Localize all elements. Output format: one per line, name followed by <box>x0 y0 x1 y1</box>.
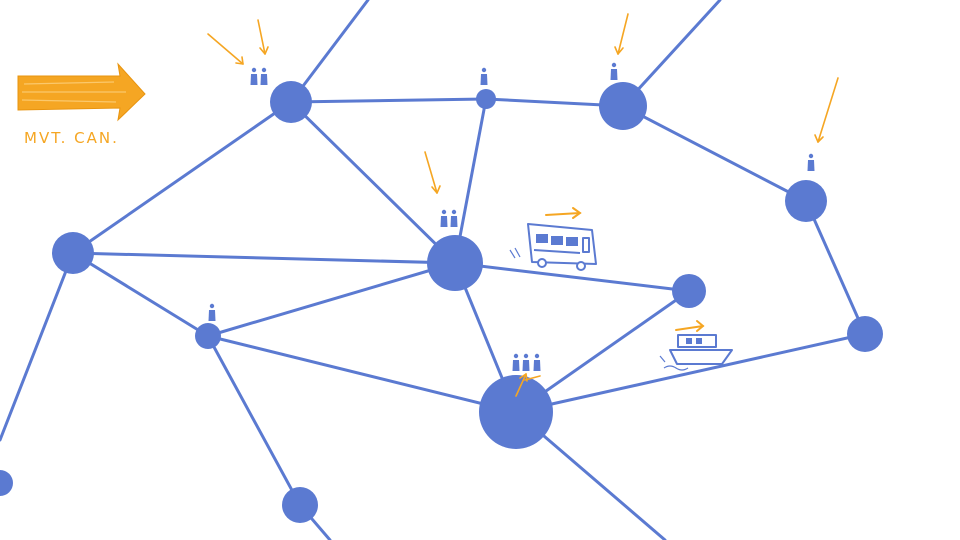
boat-icon <box>659 334 733 371</box>
node <box>599 82 647 130</box>
node <box>195 323 221 349</box>
node <box>270 81 312 123</box>
pointer-arrow-icon <box>515 373 541 397</box>
person-icon <box>522 353 530 371</box>
edge <box>71 251 457 265</box>
edge <box>206 334 518 414</box>
orange-arrow-icon <box>17 62 146 122</box>
edge <box>289 0 370 104</box>
person-icon <box>208 303 216 321</box>
person-icon <box>450 209 458 227</box>
pointer-arrow-icon <box>257 19 269 55</box>
person-icon <box>610 62 618 80</box>
node <box>476 89 496 109</box>
edge <box>71 251 210 338</box>
node <box>479 375 553 449</box>
person-icon <box>440 209 448 227</box>
edge <box>514 332 867 414</box>
edge <box>453 261 691 293</box>
pointer-arrows <box>207 13 839 397</box>
edge <box>289 100 457 265</box>
person-icon <box>533 353 541 371</box>
edge <box>206 334 302 507</box>
boat-direction-arrow-icon <box>675 320 705 332</box>
node <box>52 232 94 274</box>
edge <box>289 97 488 104</box>
legend-label: MVT. CAN. <box>24 129 119 147</box>
bus-direction-arrow-icon <box>545 207 582 219</box>
bus-icon <box>509 223 597 271</box>
person-icon <box>807 153 815 171</box>
person-icon <box>512 353 520 371</box>
legend: MVT. CAN. <box>17 62 146 147</box>
person-icon <box>480 67 488 85</box>
person-icon <box>260 67 268 85</box>
pointer-arrow-icon <box>814 77 839 143</box>
pointer-arrow-icon <box>614 13 629 55</box>
node <box>0 470 13 496</box>
node <box>847 316 883 352</box>
node <box>672 274 706 308</box>
pointer-arrow-icon <box>424 151 441 194</box>
edge <box>0 251 75 442</box>
edges <box>0 0 867 540</box>
person-icon <box>250 67 258 85</box>
node <box>427 235 483 291</box>
edge <box>804 199 867 336</box>
edge <box>206 261 457 338</box>
nodes <box>0 81 883 523</box>
edge <box>71 100 293 255</box>
edge <box>621 104 808 203</box>
pointer-arrow-icon <box>207 33 244 65</box>
node <box>282 487 318 523</box>
node <box>785 180 827 222</box>
